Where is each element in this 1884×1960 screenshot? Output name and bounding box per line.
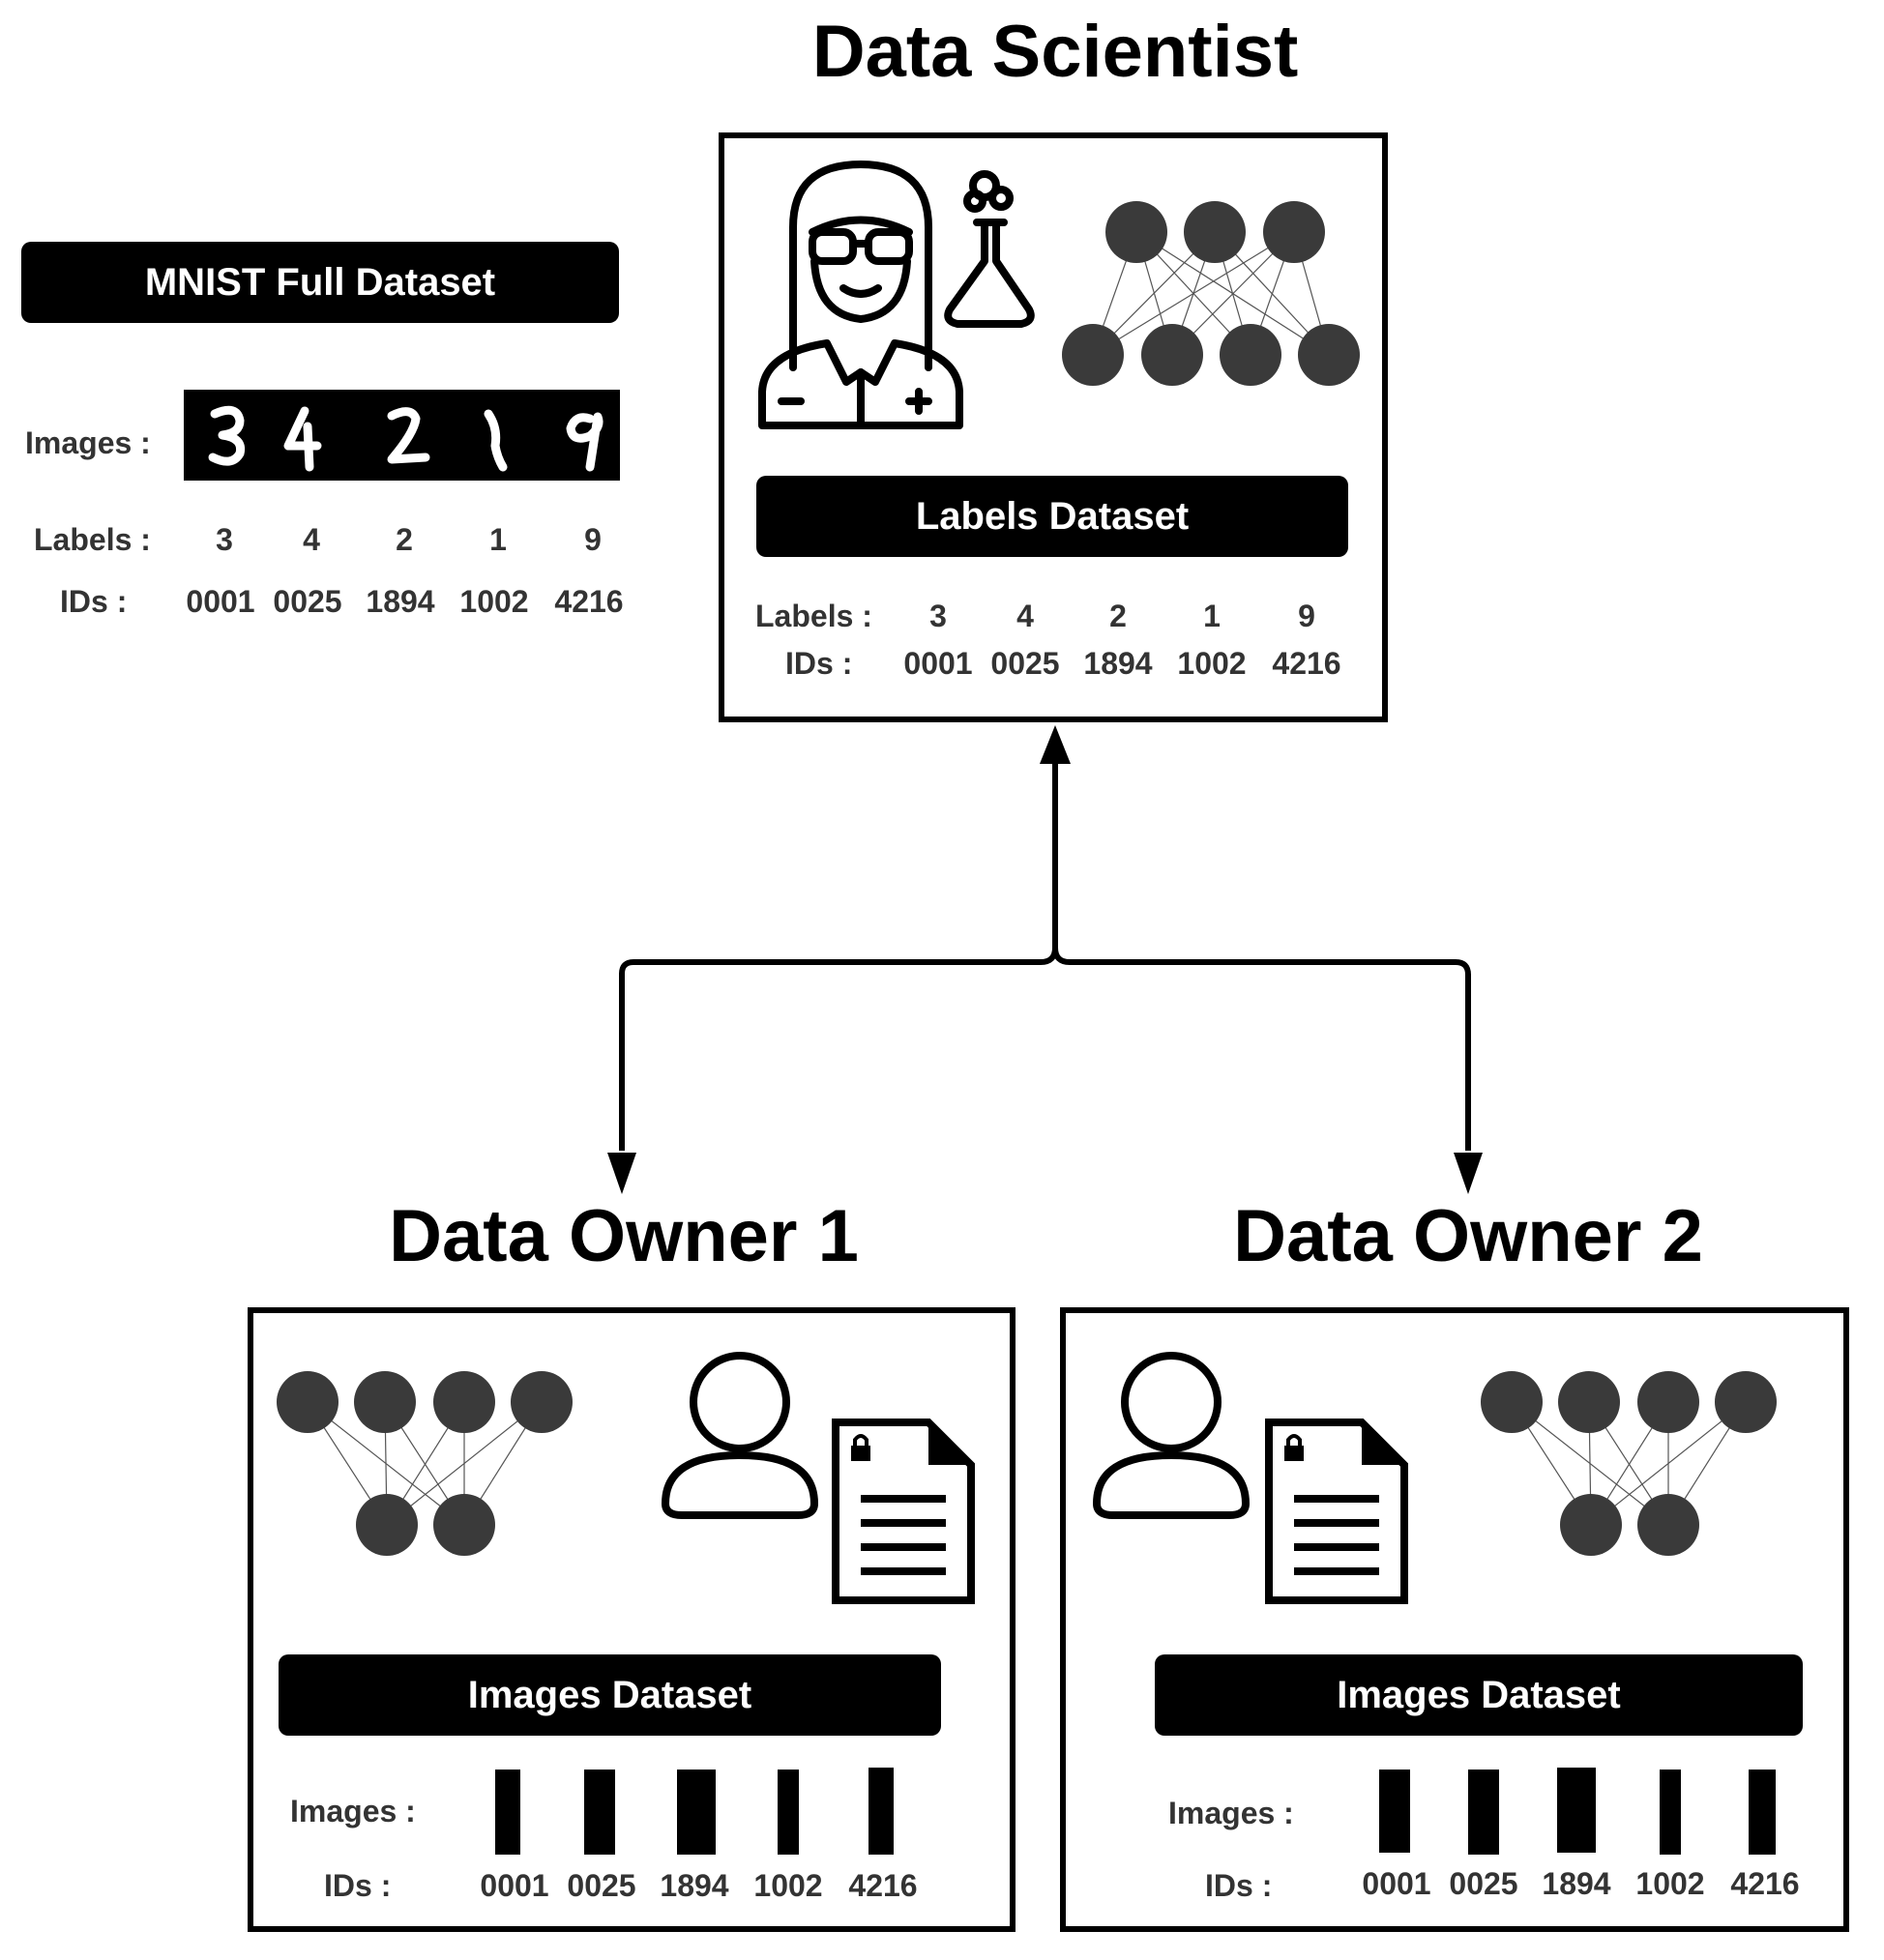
neural-network-icon xyxy=(1481,1371,1777,1556)
owner1-id: 0025 xyxy=(567,1868,636,1903)
user-icon xyxy=(1092,1352,1251,1519)
owner1-image-tile xyxy=(584,1770,615,1855)
scientist-label: 1 xyxy=(1203,599,1221,633)
owner2-image-tile xyxy=(1468,1770,1499,1855)
scientist-label: 9 xyxy=(1298,599,1315,633)
owner1-image-tile xyxy=(677,1770,716,1855)
owner1-id: 1894 xyxy=(660,1868,729,1903)
owner1-id: 0001 xyxy=(480,1868,549,1903)
owner1-id: 4216 xyxy=(848,1868,918,1903)
scientist-icon xyxy=(758,161,1035,429)
mnist-ids-caption: IDs : xyxy=(60,584,128,619)
scientist-id: 1002 xyxy=(1177,646,1247,681)
scientist-label: 4 xyxy=(1016,599,1034,633)
connector-line xyxy=(619,759,1058,1151)
owner2-id: 4216 xyxy=(1730,1866,1800,1901)
scientist-ids-caption: IDs : xyxy=(785,646,853,681)
scientist-id: 4216 xyxy=(1272,646,1341,681)
lock-icon xyxy=(1284,1434,1304,1461)
scientist-id: 1894 xyxy=(1083,646,1153,681)
owner2-ids-caption: IDs : xyxy=(1205,1868,1273,1903)
scientist-title: Data Scientist xyxy=(811,11,1299,93)
scientist-label: 2 xyxy=(1109,599,1127,633)
mnist-dataset-header: MNIST Full Dataset xyxy=(21,242,619,323)
locked-document-icon xyxy=(1265,1419,1408,1604)
owner1-ids-caption: IDs : xyxy=(324,1868,392,1903)
owner1-image-tile xyxy=(868,1768,894,1855)
mnist-id: 0025 xyxy=(273,584,342,619)
owner2-id: 0025 xyxy=(1449,1866,1518,1901)
mnist-labels-caption: Labels : xyxy=(34,522,151,557)
owner2-image-tile xyxy=(1749,1770,1776,1855)
owner2-images-caption: Images : xyxy=(1168,1796,1294,1830)
owner1-image-tile xyxy=(778,1770,799,1855)
mnist-label: 3 xyxy=(216,522,233,557)
scientist-id: 0001 xyxy=(903,646,973,681)
labels-dataset-header: Labels Dataset xyxy=(756,476,1348,557)
owner1-id: 1002 xyxy=(753,1868,823,1903)
connector-line xyxy=(1052,947,1471,1151)
mnist-label: 4 xyxy=(303,522,320,557)
mnist-images-caption: Images : xyxy=(25,425,151,460)
owner1-title: Data Owner 1 xyxy=(389,1195,859,1277)
owner2-title: Data Owner 2 xyxy=(1233,1195,1703,1277)
user-icon xyxy=(661,1352,819,1519)
mnist-label: 1 xyxy=(489,522,507,557)
lock-icon xyxy=(851,1434,870,1461)
scientist-labels-caption: Labels : xyxy=(755,599,872,633)
scientist-label: 3 xyxy=(929,599,947,633)
owner2-id: 1894 xyxy=(1542,1866,1611,1901)
neural-network-icon xyxy=(277,1371,573,1556)
owner2-image-tile xyxy=(1660,1770,1681,1855)
arrow-down-head-owner2 xyxy=(1454,1153,1483,1194)
owner2-image-tile xyxy=(1557,1768,1596,1853)
mnist-label: 9 xyxy=(584,522,602,557)
owner1-image-tile xyxy=(495,1770,520,1855)
mnist-digit-strip-image xyxy=(184,390,620,481)
owner2-image-tile xyxy=(1379,1770,1410,1853)
mnist-id: 1002 xyxy=(459,584,529,619)
owner2-id: 1002 xyxy=(1635,1866,1705,1901)
mnist-id: 1894 xyxy=(366,584,435,619)
mnist-id: 4216 xyxy=(554,584,624,619)
arrow-up-head xyxy=(1040,725,1071,764)
owner1-images-caption: Images : xyxy=(290,1794,416,1828)
mnist-id: 0001 xyxy=(186,584,255,619)
owner2-id: 0001 xyxy=(1362,1866,1431,1901)
owner1-images-dataset-header: Images Dataset xyxy=(279,1654,941,1736)
arrow-down-head-owner1 xyxy=(607,1153,636,1194)
scientist-id: 0025 xyxy=(990,646,1060,681)
neural-network-icon xyxy=(1062,201,1360,386)
mnist-label: 2 xyxy=(396,522,413,557)
locked-document-icon xyxy=(832,1419,975,1604)
owner2-images-dataset-header: Images Dataset xyxy=(1155,1654,1803,1736)
